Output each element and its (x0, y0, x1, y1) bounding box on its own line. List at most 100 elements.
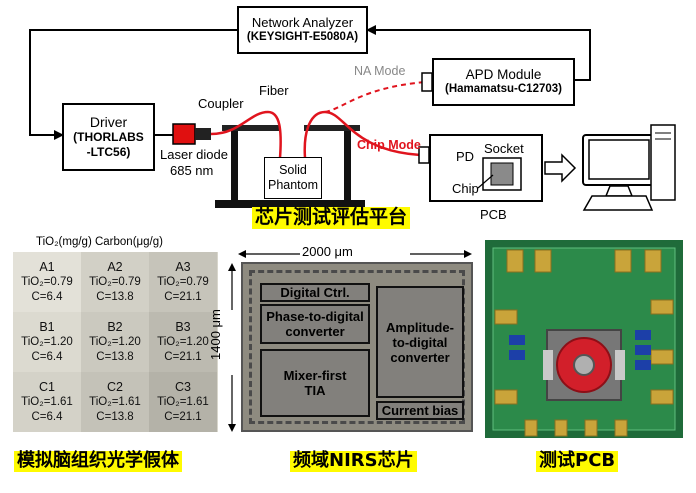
phantom-cell-id: B2 (107, 319, 123, 334)
block-p2d-line-1: Phase-to-digital (266, 309, 364, 324)
phantom-cell-tio2: TiO₂=1.61 (21, 395, 73, 408)
platform-caption: 芯片测试评估平台 (252, 206, 411, 229)
block-amplitude-to-digital: Amplitude- to-digital converter (376, 286, 464, 398)
phantom-cell-c: C=13.8 (96, 350, 134, 363)
block-adc-line-1: Amplitude- (386, 319, 454, 335)
chip-pointer (477, 174, 494, 189)
coupler-label: Coupler (198, 96, 244, 111)
phantom-cell-id: B3 (175, 319, 191, 334)
na-to-driver-line (29, 29, 237, 140)
stand-right (344, 125, 351, 205)
phantom-cell-tio2: TiO₂=1.20 (21, 335, 73, 348)
phantom-line-1: Solid (279, 163, 307, 177)
driver-name: Driver (89, 113, 128, 130)
network-analyzer-model: (KEYSIGHT-E5080A) (246, 31, 359, 43)
socket-label: Socket (484, 141, 524, 156)
phantom-cell-c: C=6.4 (31, 410, 63, 423)
apd-to-na-line (366, 25, 591, 81)
pcb-caption: 测试PCB (536, 450, 619, 472)
block-mixer-line-2: TIA (304, 383, 326, 398)
fiber-holder-right (304, 125, 360, 131)
chip-height-label: 1400 μm (208, 309, 223, 360)
block-current-bias: Current bias (376, 401, 464, 420)
fiber-label: Fiber (259, 83, 289, 98)
phantom-cell-id: C2 (107, 379, 123, 394)
fiber-holder-left (222, 125, 280, 131)
block-p2d-line-2: converter (285, 324, 345, 339)
phantom-cell-tio2: TiO₂=1.61 (89, 395, 141, 408)
chip-label: Chip (452, 181, 479, 196)
phantom-cell-tio2: TiO₂=0.79 (157, 275, 209, 288)
phantom-line-2: Phantom (267, 178, 319, 192)
solid-phantom-box: Solid Phantom (264, 157, 322, 199)
pcb-photo-art (492, 247, 676, 437)
block-mixer-line-1: Mixer-first (283, 368, 347, 383)
fiber-source (210, 110, 282, 159)
pcb-label: PCB (480, 207, 507, 222)
block-adc-line-3: converter (390, 349, 450, 365)
block-phase-to-digital: Phase-to-digital converter (260, 304, 370, 344)
phantom-cell-c: C=21.1 (164, 410, 202, 423)
block-digital-ctrl-label: Digital Ctrl. (280, 285, 350, 300)
wavelength-label: 685 nm (170, 163, 214, 178)
laser-diode-label: Laser diode (160, 147, 228, 162)
apd-name: APD Module (465, 67, 542, 82)
apd-model: (Hamamatsu-C12703) (445, 83, 562, 95)
phantom-cell-id: C1 (39, 379, 55, 394)
fiber-detect (303, 110, 421, 159)
phantom-cell-tio2: TiO₂=1.61 (157, 395, 209, 408)
fiber-na-dashed (324, 81, 426, 113)
pcb-to-pc-arrow (544, 153, 577, 183)
phantom-cell-tio2: TiO₂=1.20 (89, 335, 141, 348)
driver-model-1: (THORLABS (73, 129, 144, 144)
phantom-cell-c: C=21.1 (164, 350, 202, 363)
stand-base (215, 200, 365, 208)
phantom-cell-tio2: TiO₂=0.79 (89, 275, 141, 288)
computer-icon (582, 124, 676, 211)
phantom-cell-id: A3 (175, 259, 191, 274)
block-mixer-first-tia: Mixer-first TIA (260, 349, 370, 417)
chip-in-socket (490, 162, 514, 186)
phantom-cell-c: C=6.4 (31, 350, 63, 363)
phantom-cell-id: A1 (39, 259, 55, 274)
apd-module-box: APD Module (Hamamatsu-C12703) (432, 58, 575, 106)
block-adc-line-2: to-digital (392, 334, 448, 350)
phantom-cell-c: C=13.8 (96, 410, 134, 423)
phantom-cell-id: C3 (175, 379, 191, 394)
chip-width-label: 2000 μm (302, 244, 353, 259)
network-analyzer-name: Network Analyzer (251, 15, 354, 30)
block-bias-label: Current bias (381, 403, 459, 418)
phantom-caption: 模拟脑组织光学假体 (14, 450, 182, 472)
phantom-cell-c: C=21.1 (164, 290, 202, 303)
phantom-cell-id: A2 (107, 259, 123, 274)
phantom-cell-c: C=13.8 (96, 290, 134, 303)
phantom-header: TiO₂(mg/g) Carbon(μg/g) (36, 236, 163, 248)
phantom-cell-tio2: TiO₂=0.79 (21, 275, 73, 288)
chip-micrograph: Digital Ctrl. Phase-to-digital converter… (241, 262, 473, 432)
chip-caption: 频域NIRS芯片 (290, 450, 417, 472)
phantom-cell-id: B1 (39, 319, 55, 334)
chip-mode-label: Chip Mode (357, 138, 421, 152)
driver-model-2: -LTC56) (86, 144, 131, 159)
stand-left (231, 125, 238, 205)
na-mode-label: NA Mode (354, 64, 406, 78)
phantom-cell-c: C=6.4 (31, 290, 63, 303)
pcb-photo (485, 240, 683, 438)
driver-box: Driver (THORLABS -LTC56) (62, 103, 155, 171)
block-digital-ctrl: Digital Ctrl. (260, 283, 370, 302)
network-analyzer-box: Network Analyzer (KEYSIGHT-E5080A) (237, 6, 368, 54)
pd-label: PD (456, 149, 475, 164)
phantom-cell-tio2: TiO₂=1.20 (157, 335, 209, 348)
